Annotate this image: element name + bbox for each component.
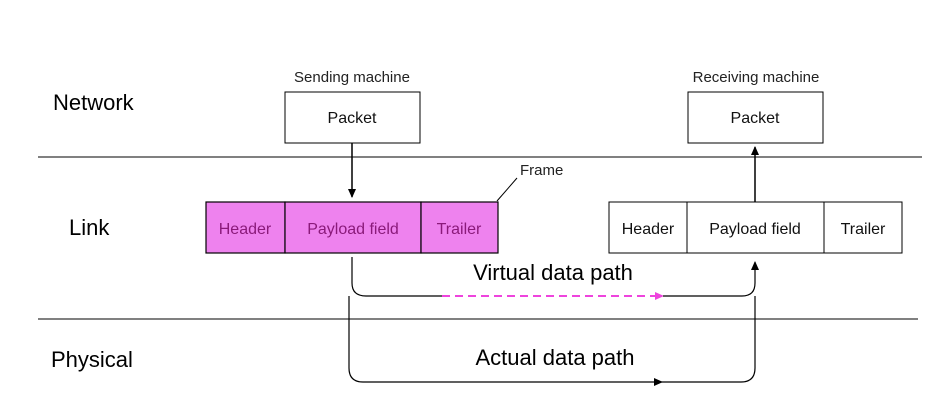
receiver-packet-box <box>687 91 824 144</box>
sending-machine-title: Sending machine <box>294 69 410 86</box>
receiver-frame-header <box>608 201 688 254</box>
sender-trailer-label: Trailer <box>437 221 482 238</box>
actual-path-left <box>348 296 663 386</box>
receiver-frame: Header Payload field Trailer <box>608 201 903 254</box>
sender-packet-box <box>284 91 421 144</box>
receiver-packet-label: Packet <box>731 110 780 127</box>
sender-frame-header <box>205 201 286 254</box>
virtual-path-left-curve <box>351 257 442 297</box>
receiving-machine-title: Receiving machine <box>693 69 820 86</box>
frame-callout-line <box>496 177 518 202</box>
sender-header-label: Header <box>219 221 272 238</box>
actual-path-right <box>662 296 756 383</box>
layer-label-network: Network <box>53 90 135 115</box>
sender-frame: Header Payload field Trailer <box>205 201 499 254</box>
sender-payload-label: Payload field <box>307 221 399 238</box>
receiver-payload-label: Payload field <box>709 221 801 238</box>
sender-packet-label: Packet <box>328 110 377 127</box>
actual-path-label: Actual data path <box>475 345 634 370</box>
layer-label-physical: Physical <box>51 347 133 372</box>
layer-label-link: Link <box>69 215 110 240</box>
sender-frame-payload <box>284 201 422 254</box>
virtual-path-label: Virtual data path <box>473 260 633 285</box>
receiver-header-label: Header <box>622 221 675 238</box>
sender-frame-trailer <box>420 201 499 254</box>
receiver-frame-trailer <box>823 201 903 254</box>
frame-label: Frame <box>520 162 563 179</box>
receiver-trailer-label: Trailer <box>841 221 886 238</box>
virtual-path-right-curve <box>663 261 759 297</box>
